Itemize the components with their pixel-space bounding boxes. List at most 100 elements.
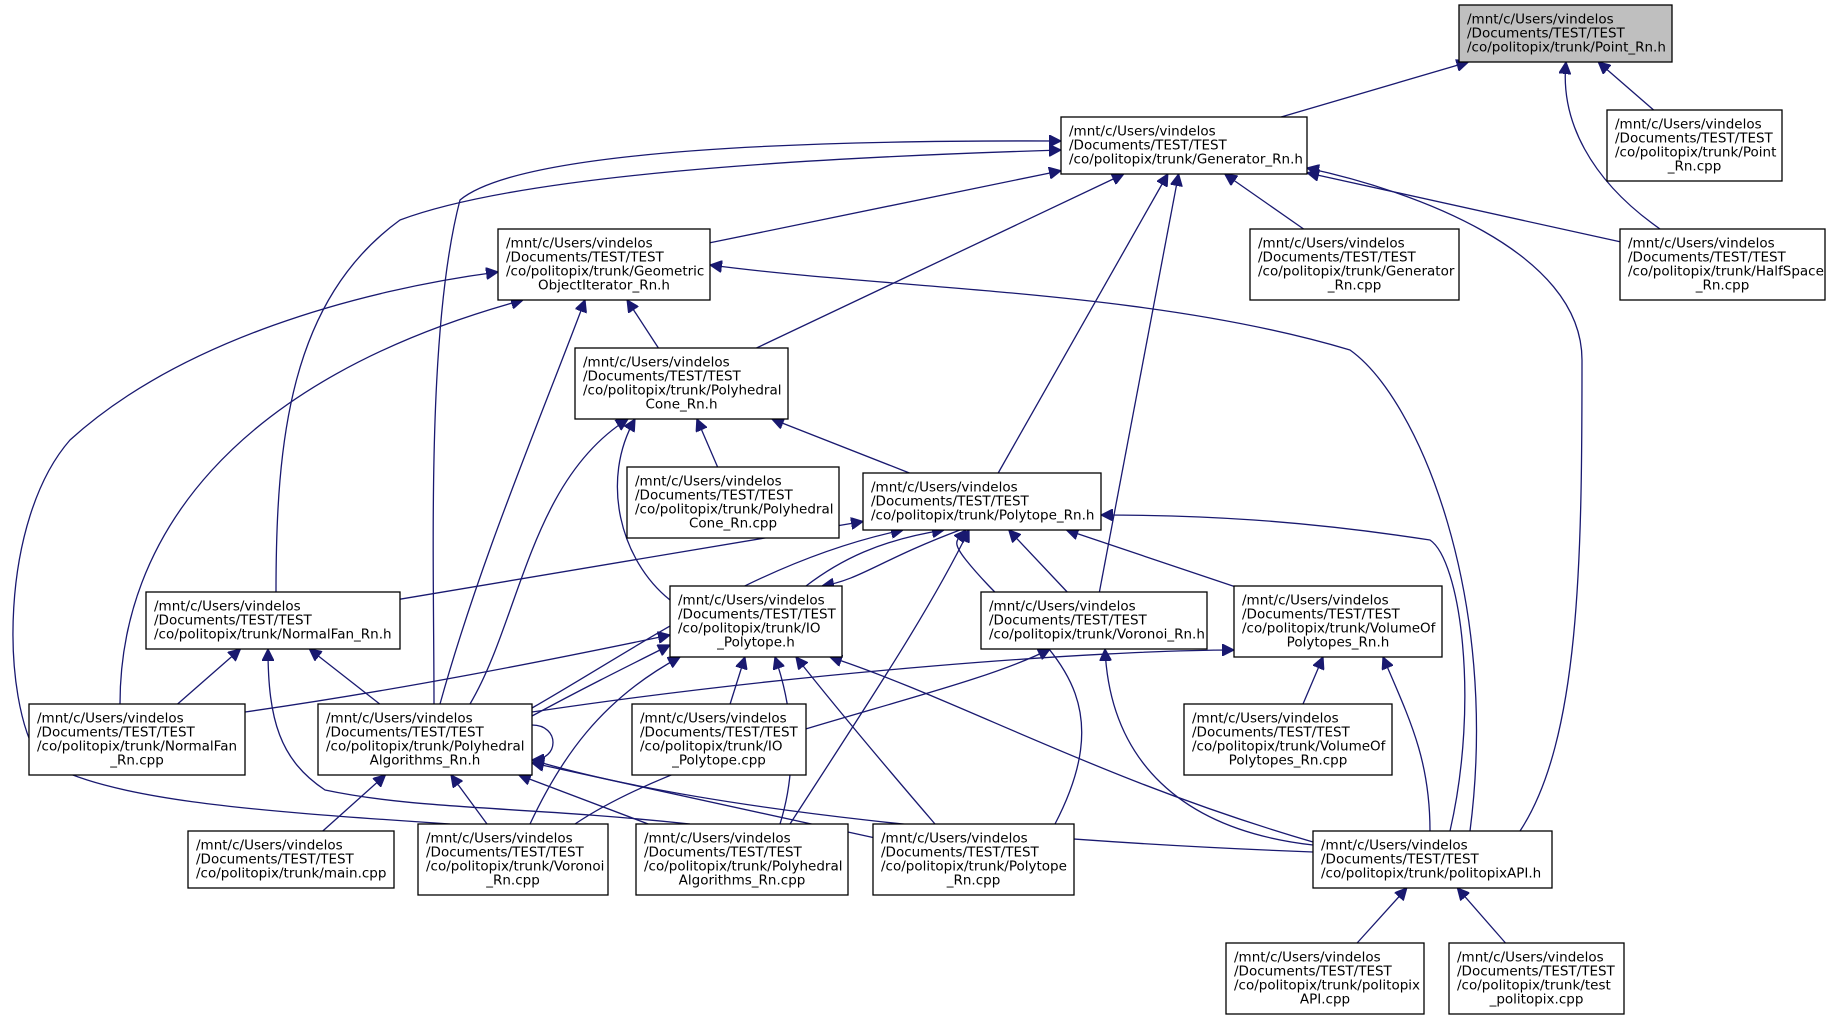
edge-api_h-to-polytope_h xyxy=(1101,515,1466,832)
node-geoiter-h[interactable]: /mnt/c/Users/vindelos/Documents/TEST/TES… xyxy=(497,228,711,301)
edge-normalfan_cpp-to-geoiter_h xyxy=(119,300,523,705)
edge-io_h-to-polycone_h xyxy=(616,419,671,601)
node-label-line: /co/politopix/trunk/NormalFan xyxy=(37,739,237,755)
node-label-line: /mnt/c/Users/vindelos xyxy=(37,711,184,727)
node-box xyxy=(1606,109,1783,182)
edge-api_h-to-volume_h xyxy=(1383,657,1431,832)
node-label-line: /co/politopix/trunk/politopixAPI.h xyxy=(1321,866,1541,882)
edge-normalfan_cpp-to-normalfan_h xyxy=(177,649,241,705)
edge-polyalg_cpp-to-polyalg_h xyxy=(519,775,649,825)
node-label-line: /mnt/c/Users/vindelos xyxy=(1457,950,1604,966)
node-volume-h[interactable]: /mnt/c/Users/vindelos/Documents/TEST/TES… xyxy=(1233,585,1443,658)
node-box xyxy=(1458,4,1673,63)
edge-polyalg_h-to-polycone_h xyxy=(469,419,628,705)
node-label-line: /co/politopix/trunk/HalfSpace xyxy=(1628,264,1824,280)
node-box xyxy=(631,703,807,776)
node-label-line: /co/politopix/trunk/Polyhedral xyxy=(326,739,525,755)
node-label-line: _Polytope.cpp xyxy=(671,753,766,769)
node-label-line: /co/politopix/trunk/Voronoi xyxy=(426,859,604,875)
node-label-line: ObjectIterator_Rn.h xyxy=(538,278,670,294)
node-label-line: /Documents/TEST/TEST xyxy=(1234,964,1393,980)
edge-normalfan_h-to-generator_h xyxy=(275,150,1061,593)
node-io-h[interactable]: /mnt/c/Users/vindelos/Documents/TEST/TES… xyxy=(669,585,843,658)
node-label-line: /co/politopix/trunk/Generator_Rn.h xyxy=(1069,152,1303,168)
node-layer: /mnt/c/Users/vindelos/Documents/TEST/TES… xyxy=(28,4,1826,1015)
node-box xyxy=(497,228,711,301)
edge-polyalg_h-to-polyalg_h xyxy=(532,724,554,760)
edge-io_h-to-polytope_h xyxy=(805,530,944,587)
node-label-line: /Documents/TEST/TEST xyxy=(644,845,803,861)
node-polycone-h[interactable]: /mnt/c/Users/vindelos/Documents/TEST/TES… xyxy=(574,347,789,420)
node-label-line: /mnt/c/Users/vindelos xyxy=(640,711,787,727)
node-api-h[interactable]: /mnt/c/Users/vindelos/Documents/TEST/TES… xyxy=(1312,830,1553,889)
edge-main_cpp-to-polyalg_h xyxy=(322,775,386,832)
node-label-line: /co/politopix/trunk/IO xyxy=(640,739,782,755)
node-point-h: /mnt/c/Users/vindelos/Documents/TEST/TES… xyxy=(1458,4,1673,63)
node-box xyxy=(1448,942,1625,1015)
node-box xyxy=(1183,703,1393,776)
node-volume-cpp[interactable]: /mnt/c/Users/vindelos/Documents/TEST/TES… xyxy=(1183,703,1393,776)
node-label-line: /mnt/c/Users/vindelos xyxy=(326,711,473,727)
node-generator-cpp[interactable]: /mnt/c/Users/vindelos/Documents/TEST/TES… xyxy=(1249,228,1460,301)
node-polyalg-h[interactable]: /mnt/c/Users/vindelos/Documents/TEST/TES… xyxy=(317,703,533,776)
node-test-cpp[interactable]: /mnt/c/Users/vindelos/Documents/TEST/TES… xyxy=(1448,942,1625,1015)
node-label-line: _Rn.cpp xyxy=(946,873,1001,889)
node-polytope-cpp[interactable]: /mnt/c/Users/vindelos/Documents/TEST/TES… xyxy=(872,823,1075,896)
node-label-line: /mnt/c/Users/vindelos xyxy=(1321,838,1468,854)
node-label-line: /mnt/c/Users/vindelos xyxy=(1069,124,1216,140)
node-label-line: /co/politopix/trunk/main.cpp xyxy=(196,866,386,882)
edge-polytope_h-to-generator_h xyxy=(997,174,1168,474)
edge-geoiter_h-to-generator_h xyxy=(709,171,1061,244)
node-voronoi-h[interactable]: /mnt/c/Users/vindelos/Documents/TEST/TES… xyxy=(980,591,1208,650)
node-main-cpp[interactable]: /mnt/c/Users/vindelos/Documents/TEST/TES… xyxy=(187,830,395,889)
edge-api_cpp-to-api_h xyxy=(1356,888,1407,944)
node-label-line: /mnt/c/Users/vindelos xyxy=(871,480,1018,496)
node-label-line: /co/politopix/trunk/test xyxy=(1457,978,1611,994)
node-label-line: /mnt/c/Users/vindelos xyxy=(644,831,791,847)
node-label-line: /mnt/c/Users/vindelos xyxy=(506,236,653,252)
node-label-line: /Documents/TEST/TEST xyxy=(506,250,665,266)
edge-voronoi_cpp-to-voronoi_h xyxy=(574,649,1050,825)
node-label-line: /Documents/TEST/TEST xyxy=(871,494,1030,510)
node-label-line: /co/politopix/trunk/Polyhedral xyxy=(635,502,834,518)
edge-volume_cpp-to-volume_h xyxy=(1302,657,1323,705)
node-polyalg-cpp[interactable]: /mnt/c/Users/vindelos/Documents/TEST/TES… xyxy=(635,823,849,896)
node-api-cpp[interactable]: /mnt/c/Users/vindelos/Documents/TEST/TES… xyxy=(1225,942,1425,1015)
node-label-line: /mnt/c/Users/vindelos xyxy=(635,474,782,490)
edge-polytope_h-to-polycone_h xyxy=(772,419,910,474)
edge-test_cpp-to-api_h xyxy=(1457,888,1506,944)
node-point-cpp[interactable]: /mnt/c/Users/vindelos/Documents/TEST/TES… xyxy=(1606,109,1783,182)
node-label-line: /mnt/c/Users/vindelos xyxy=(1242,593,1389,609)
node-label-line: Cone_Rn.cpp xyxy=(689,516,777,532)
node-box xyxy=(635,823,849,896)
node-box xyxy=(1619,228,1826,301)
node-voronoi-cpp[interactable]: /mnt/c/Users/vindelos/Documents/TEST/TES… xyxy=(417,823,609,896)
node-label-line: _Polytope.h xyxy=(716,635,795,651)
node-label-line: /mnt/c/Users/vindelos xyxy=(1258,236,1405,252)
node-polycone-cpp[interactable]: /mnt/c/Users/vindelos/Documents/TEST/TES… xyxy=(626,466,840,539)
edge-polyalg_h-to-volume_h xyxy=(531,650,1234,713)
edge-polyalg_cpp-to-polytope_h xyxy=(789,530,969,825)
node-halfspace-cpp[interactable]: /mnt/c/Users/vindelos/Documents/TEST/TES… xyxy=(1619,228,1826,301)
node-label-line: /co/politopix/trunk/VolumeOf xyxy=(1192,739,1387,755)
node-label-line: /co/politopix/trunk/Voronoi_Rn.h xyxy=(989,627,1205,643)
edge-volume_h-to-polytope_h xyxy=(1067,530,1235,588)
edge-polyalg_h-to-generator_h xyxy=(432,141,1061,705)
node-normalfan-cpp[interactable]: /mnt/c/Users/vindelos/Documents/TEST/TES… xyxy=(28,703,246,776)
node-normalfan-h[interactable]: /mnt/c/Users/vindelos/Documents/TEST/TES… xyxy=(145,591,401,650)
node-label-line: /Documents/TEST/TEST xyxy=(1467,26,1626,42)
node-polytope-h[interactable]: /mnt/c/Users/vindelos/Documents/TEST/TES… xyxy=(862,472,1102,531)
node-label-line: /Documents/TEST/TEST xyxy=(1628,250,1787,266)
node-label-line: /co/politopix/trunk/Polyhedral xyxy=(583,383,782,399)
node-generator-h[interactable]: /mnt/c/Users/vindelos/Documents/TEST/TES… xyxy=(1060,116,1308,175)
node-label-line: _Rn.cpp xyxy=(109,753,164,769)
node-label-line: /Documents/TEST/TEST xyxy=(678,607,837,623)
node-box xyxy=(980,591,1208,650)
node-label-line: /mnt/c/Users/vindelos xyxy=(881,831,1028,847)
node-label-line: /Documents/TEST/TEST xyxy=(1258,250,1417,266)
node-label-line: Polytopes_Rn.h xyxy=(1287,635,1390,651)
node-box xyxy=(626,466,840,539)
node-label-line: API.cpp xyxy=(1300,992,1350,1008)
node-io-cpp[interactable]: /mnt/c/Users/vindelos/Documents/TEST/TES… xyxy=(631,703,807,776)
